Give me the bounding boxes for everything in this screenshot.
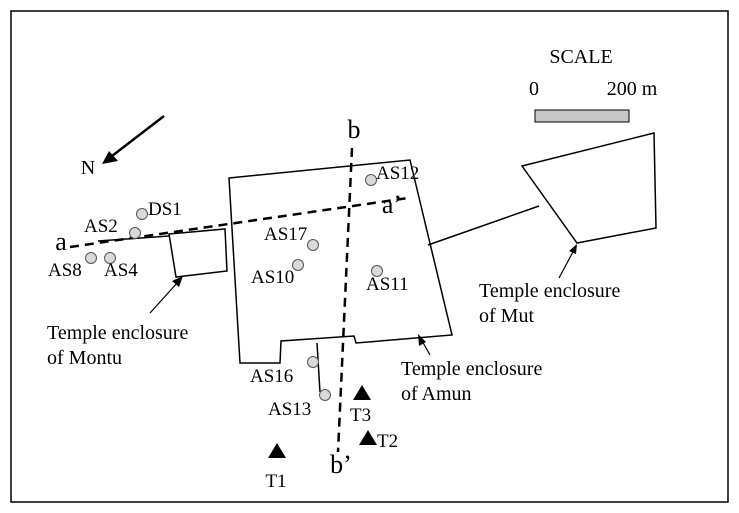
site-label: AS12 bbox=[376, 163, 419, 184]
site-label: AS8 bbox=[48, 260, 82, 281]
montu-label-line2: of Montu bbox=[47, 347, 122, 369]
site-as11: AS11 bbox=[366, 265, 409, 295]
mut-leader-line bbox=[558, 249, 575, 279]
site-marker bbox=[85, 252, 97, 264]
site-as12: AS12 bbox=[365, 163, 419, 186]
site-marker bbox=[365, 174, 377, 186]
amun-leader-arrowhead bbox=[418, 334, 426, 346]
site-ds1: DS1 bbox=[136, 199, 182, 220]
north-arrow: N bbox=[81, 115, 165, 179]
north-label: N bbox=[81, 157, 95, 179]
marker-t3: T3 bbox=[350, 385, 371, 426]
scale-max-label: 200 m bbox=[607, 78, 658, 100]
montu-leader-line bbox=[149, 281, 179, 314]
mut-enclosure-outline bbox=[520, 132, 657, 244]
amun-label-group: Temple enclosure of Amun bbox=[401, 334, 542, 405]
site-marker bbox=[129, 227, 141, 239]
site-as2: AS2 bbox=[84, 216, 141, 239]
section-a-end-label: a’ bbox=[382, 190, 402, 219]
map-frame bbox=[10, 10, 729, 503]
amun-label-line1: Temple enclosure bbox=[401, 358, 542, 380]
triangle-marker bbox=[353, 385, 371, 400]
site-marker bbox=[136, 208, 148, 220]
south-avenue bbox=[316, 342, 321, 393]
scale-group: SCALE 0 200 m bbox=[529, 46, 658, 123]
site-label: AS13 bbox=[268, 399, 311, 420]
amun-label-line2: of Amun bbox=[401, 383, 472, 405]
site-as10: AS10 bbox=[251, 259, 304, 288]
triangle-marker bbox=[359, 430, 377, 445]
marker-label: T1 bbox=[265, 471, 286, 492]
scale-bar bbox=[534, 109, 630, 123]
marker-t1: T1 bbox=[265, 443, 287, 492]
site-label: AS11 bbox=[366, 274, 409, 295]
site-label: AS16 bbox=[250, 366, 293, 387]
montu-label-line1: Temple enclosure bbox=[47, 322, 188, 344]
site-marker bbox=[371, 265, 383, 277]
section-a-start-label: a bbox=[55, 227, 67, 256]
marker-label: T3 bbox=[350, 405, 371, 426]
section-b-line bbox=[336, 147, 354, 453]
triangle-marker bbox=[268, 443, 286, 458]
marker-t2: T2 bbox=[359, 430, 398, 452]
site-as17: AS17 bbox=[264, 224, 319, 251]
section-a-line bbox=[69, 196, 409, 249]
site-label: DS1 bbox=[148, 199, 182, 220]
montu-enclosure-outline bbox=[168, 228, 228, 278]
section-b-start-label: b bbox=[348, 115, 361, 144]
mut-label-line2: of Mut bbox=[479, 305, 534, 327]
site-marker bbox=[319, 389, 331, 401]
site-label: AS10 bbox=[251, 267, 294, 288]
mut-leader-arrowhead bbox=[569, 244, 577, 254]
scale-min-label: 0 bbox=[529, 78, 539, 100]
site-as4: AS4 bbox=[104, 252, 138, 281]
site-marker bbox=[104, 252, 116, 264]
site-label: AS2 bbox=[84, 216, 118, 237]
mut-avenue bbox=[427, 205, 540, 246]
site-label: AS4 bbox=[104, 260, 138, 281]
montu-leader-arrowhead bbox=[172, 276, 183, 287]
amun-enclosure-outline bbox=[228, 159, 453, 364]
site-label: AS17 bbox=[264, 224, 307, 245]
site-marker bbox=[307, 239, 319, 251]
section-b-end-label: b’ bbox=[330, 450, 352, 479]
site-as16: AS16 bbox=[250, 356, 319, 387]
mut-label-group: Temple enclosure of Mut bbox=[479, 244, 620, 327]
mut-label-line1: Temple enclosure bbox=[479, 280, 620, 302]
north-arrow-head bbox=[102, 151, 118, 164]
marker-label: T2 bbox=[377, 431, 398, 452]
scale-title: SCALE bbox=[549, 46, 612, 68]
montu-label-group: Temple enclosure of Montu bbox=[47, 276, 188, 369]
site-as8: AS8 bbox=[48, 252, 97, 281]
site-marker bbox=[292, 259, 304, 271]
site-marker bbox=[307, 356, 319, 368]
site-as13: AS13 bbox=[268, 389, 331, 420]
north-arrow-line bbox=[111, 115, 165, 157]
